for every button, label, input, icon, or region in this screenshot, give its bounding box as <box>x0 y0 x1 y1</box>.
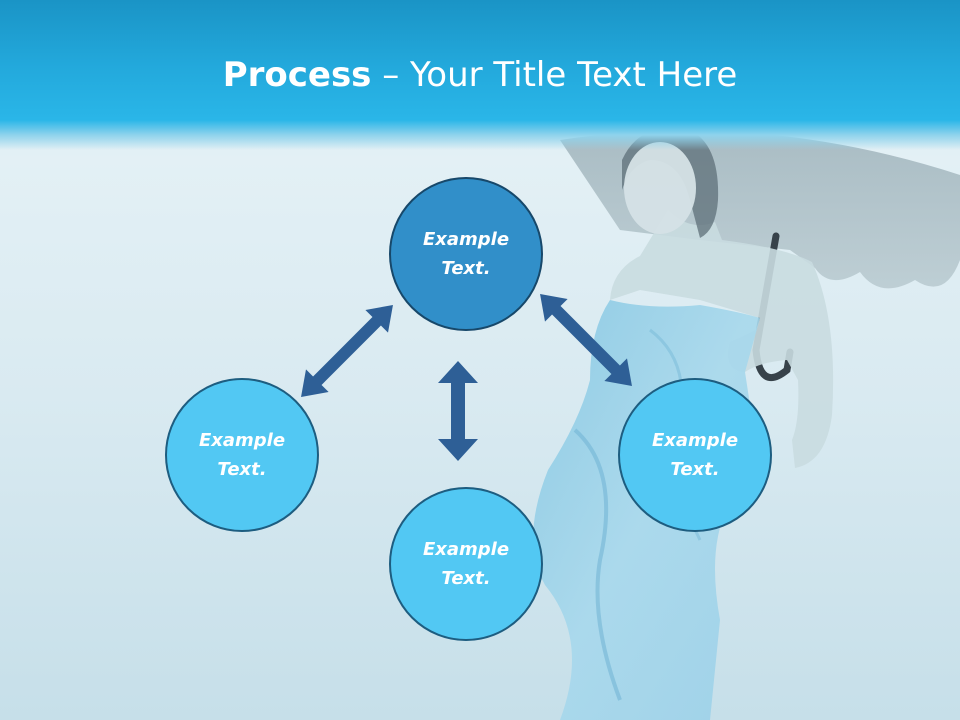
process-node-top: Example Text. <box>389 177 543 331</box>
node-top-line2: Text. <box>441 258 491 279</box>
node-bottom-line2: Text. <box>441 568 491 589</box>
arrow-top-right <box>540 294 632 386</box>
arrow-top-left <box>301 305 393 397</box>
node-left-line2: Text. <box>217 459 267 480</box>
node-top-line1: Example <box>422 229 510 250</box>
node-right-line1: Example <box>651 430 739 451</box>
process-node-right: Example Text. <box>618 378 772 532</box>
arrow-vertical <box>438 361 478 461</box>
slide-title-bold: Process <box>222 55 372 95</box>
node-left-line1: Example <box>198 430 286 451</box>
process-node-left: Example Text. <box>165 378 319 532</box>
node-bottom-line1: Example <box>422 539 510 560</box>
slide-title: Process – Your Title Text Here <box>0 52 960 98</box>
slide-title-rest: – Your Title Text Here <box>371 55 738 95</box>
node-right-line2: Text. <box>670 459 720 480</box>
title-bar: Process – Your Title Text Here <box>0 0 960 150</box>
process-node-bottom: Example Text. <box>389 487 543 641</box>
